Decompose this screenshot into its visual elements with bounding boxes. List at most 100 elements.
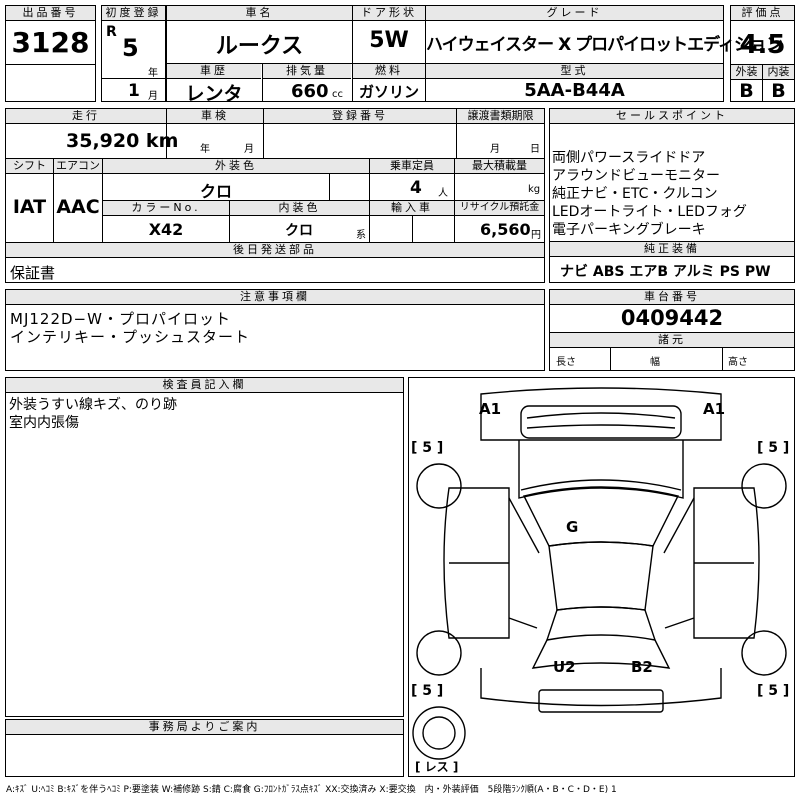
specs-label: 諸元 [550, 333, 794, 348]
history-label: 車歴 [167, 64, 261, 79]
recycle-value: 6,560 [480, 220, 531, 239]
first-reg-year-unit: 年 [148, 68, 158, 79]
fuel-label: 燃料 [353, 64, 425, 79]
displacement-unit: cc [332, 89, 343, 100]
score-box: 評価点 4.5 外装 内装 B B [730, 5, 795, 102]
max-load-label: 最大積載量 [455, 159, 544, 174]
displacement-value: 660 [291, 81, 329, 102]
first-reg-month: 1 [128, 81, 140, 101]
recycle-label: リサイクル預託金 [455, 201, 544, 216]
capacity-label: 乗車定員 [370, 159, 454, 174]
wheel-fr [741, 463, 787, 509]
import-label: 輸入車 [370, 201, 454, 216]
legend: A:ｷｽﾞ U:ﾍｺﾐ B:ｷｽﾞを伴うﾍｺﾐ P:要塗装 W:補修跡 S:錆 … [6, 785, 617, 795]
car-diagram [412, 387, 787, 760]
grade-label: グレード [426, 6, 723, 21]
front-grille [520, 405, 682, 439]
chassis-label: 車台番号 [550, 290, 794, 305]
grade-value: ハイウェイスター X プロパイロットエディション [426, 35, 783, 55]
left-side [443, 487, 510, 639]
door-label: ドア形状 [353, 6, 425, 21]
front-outline [480, 408, 722, 441]
rear-outline [480, 668, 722, 707]
transfer-label: 譲渡書類期限 [457, 109, 544, 124]
sales-point: アラウンドビューモニター [552, 168, 720, 184]
ac-value: AAC [56, 196, 100, 218]
lot-number: 3128 [11, 26, 90, 59]
note-line: インテリキー・プッシュスタート [10, 328, 251, 346]
rear-window [545, 606, 657, 641]
shift-value: IAT [12, 196, 47, 218]
spec-height-label: 高さ [728, 357, 748, 368]
shift-label: シフト [6, 159, 53, 174]
history-value: レンタ [185, 83, 243, 105]
tire-rr: [ 5 ] [757, 683, 790, 699]
tire-fr: [ 5 ] [757, 440, 790, 456]
damage-a1-right: A1 [703, 400, 726, 418]
sales-point: 電子パーキングブレーキ [552, 222, 706, 238]
condition-diagram: A1 A1 G U2 B2 [ 5 ] [ 5 ] [ 5 ] [ 5 ] [ … [408, 377, 795, 777]
exterior-color-value: クロ [199, 182, 232, 201]
sales-point: LEDオートライト・LEDフォグ [552, 204, 747, 220]
spare-tire [412, 706, 466, 760]
car-name: ルークス [215, 34, 304, 59]
sales-point: 両側パワースライドドア [552, 150, 706, 166]
color-no-label: カラーNo. [103, 201, 229, 216]
tire-fl: [ 5 ] [411, 440, 444, 456]
roof [548, 541, 654, 611]
int-score: B [771, 80, 786, 102]
office-label: 事務局よりご案内 [6, 720, 403, 735]
first-reg-box: 初度登録 R 5 年 1 月 [101, 5, 166, 102]
sales-points-box: セールスポイント 両側パワースライドドア アラウンドビューモニター 純正ナビ・E… [549, 108, 795, 283]
fuel-value: ガソリン [358, 83, 419, 101]
mileage-label: 走行 [6, 109, 166, 124]
windshield [522, 486, 680, 547]
spec-length-label: 長さ [556, 357, 576, 368]
wheel-fl [416, 463, 462, 509]
second-row [166, 63, 724, 102]
notes-box: 注意事項欄 MJ122D−W・プロパイロット インテリキー・プッシュスタート [5, 289, 545, 371]
exterior-color-label: 外装色 [103, 159, 369, 174]
equipment-value: ナビ ABS エアB アルミ PS PW [560, 264, 771, 280]
sales-point: 純正ナビ・ETC・クルコン [552, 186, 718, 202]
notes-text: MJ122D−W・プロパイロット インテリキー・プッシュスタート [10, 310, 250, 346]
body-outline [518, 440, 684, 499]
office-box: 事務局よりご案内 [5, 719, 404, 777]
first-reg-label: 初度登録 [102, 6, 165, 21]
wheel-rr [741, 630, 787, 676]
damage-b2: B2 [631, 658, 653, 676]
interior-color-unit: 系 [356, 230, 366, 241]
int-score-label: 内装 [763, 65, 794, 80]
front-bumper-outline [480, 387, 722, 408]
tire-spare: [ レス ] [415, 760, 459, 774]
first-reg-month-unit: 月 [148, 91, 158, 102]
rear-plate [538, 689, 664, 713]
sales-points-label: セールスポイント [550, 109, 794, 124]
color-no-value: X42 [148, 220, 184, 239]
sales-points-list: 両側パワースライドドア アラウンドビューモニター 純正ナビ・ETC・クルコン L… [552, 149, 747, 239]
score-label: 評価点 [731, 6, 794, 21]
model-label: 型式 [426, 64, 723, 79]
tire-rl: [ 5 ] [411, 683, 444, 699]
interior-color-label: 内装色 [230, 201, 369, 216]
capacity-value: 4 [410, 178, 422, 198]
door-type: 5W [369, 28, 409, 53]
later-parts-label: 後日発送部品 [6, 243, 544, 258]
first-reg-year: 5 [122, 34, 139, 62]
damage-u2: U2 [553, 658, 576, 676]
inspector-label: 検査員記入欄 [6, 378, 403, 393]
displacement-label: 排気量 [263, 64, 351, 79]
recycle-unit: 円 [531, 230, 541, 241]
car-name-label: 車名 [167, 6, 352, 21]
score-value: 4.5 [739, 30, 786, 60]
damage-a1-left: A1 [479, 400, 502, 418]
inspection-label: 車検 [167, 109, 263, 124]
inspector-line: 外装うすい線キズ、のり跡 [9, 397, 177, 413]
ext-score: B [739, 80, 754, 102]
lot-box: 出品番号 3128 [5, 5, 96, 102]
max-load-unit: kg [528, 184, 541, 195]
equipment-label: 純正装備 [550, 242, 794, 257]
capacity-unit: 人 [438, 188, 448, 199]
note-line: MJ122D−W・プロパイロット [10, 310, 231, 328]
inspector-line: 室内内張傷 [9, 415, 79, 431]
